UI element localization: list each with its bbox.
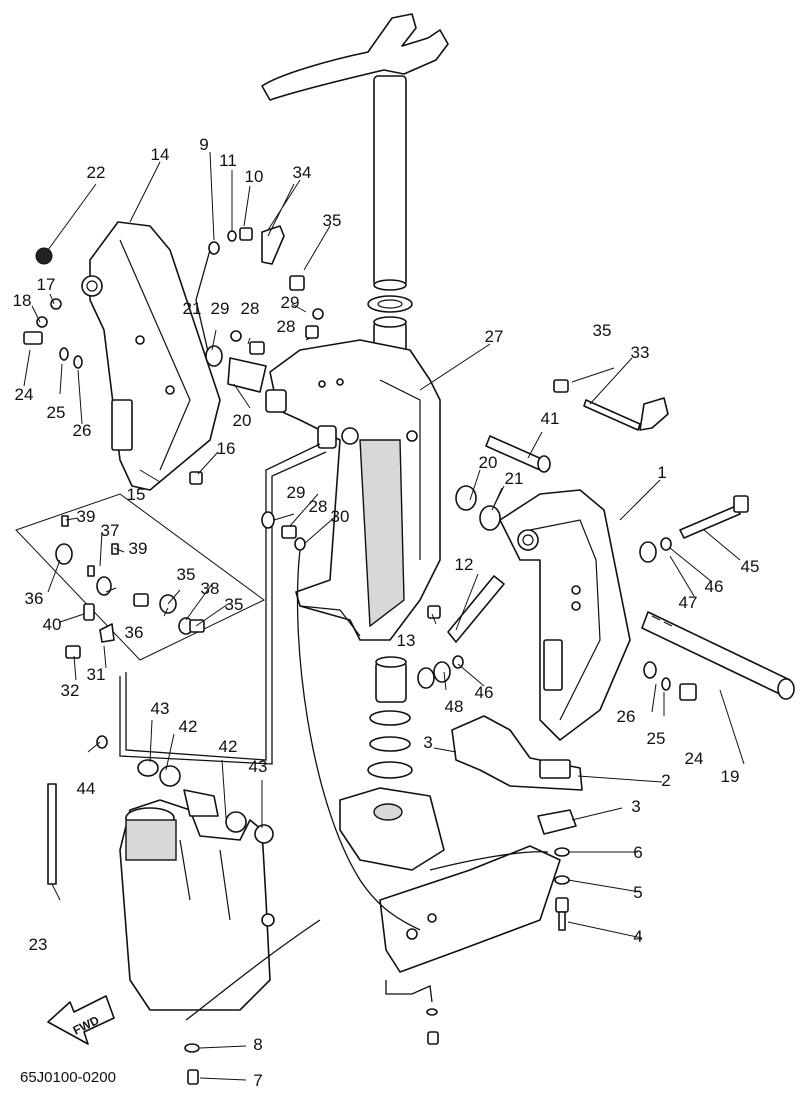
fwd-arrow-icon: FWD: [47, 995, 115, 1045]
callout-40: 40: [43, 615, 62, 634]
clamp-bracket-left: [81, 221, 221, 491]
callout-36a: 36: [25, 589, 44, 608]
hoses: [119, 249, 549, 1021]
callout-14: 14: [151, 145, 170, 164]
callout-12: 12: [455, 555, 474, 574]
callout-labels: 1 2 3 3 4 5 6 7 8 9 10 11 12 13 14 15 16…: [13, 135, 760, 1090]
callout-35c: 35: [177, 565, 196, 584]
callout-20b: 20: [479, 453, 498, 472]
callout-28c: 28: [309, 497, 328, 516]
callout-46b: 46: [475, 683, 494, 702]
callout-43a: 43: [151, 699, 170, 718]
callout-39b: 39: [129, 539, 148, 558]
callout-34: 34: [293, 163, 312, 182]
callout-2: 2: [661, 771, 670, 790]
callout-18: 18: [13, 291, 32, 310]
through-tube: [641, 611, 795, 700]
callout-24a: 24: [15, 385, 34, 404]
callout-46a: 46: [705, 577, 724, 596]
steering-arm: [261, 13, 449, 291]
shaft-33: [583, 397, 669, 431]
callout-23: 23: [29, 935, 48, 954]
small-fasteners: [23, 225, 697, 1085]
callout-41: 41: [541, 409, 560, 428]
callout-10: 10: [245, 167, 264, 186]
callout-21a: 21: [183, 299, 202, 318]
swivel-bracket: [265, 339, 441, 641]
clamp-bracket-right: [499, 489, 631, 741]
callout-47: 47: [679, 593, 698, 612]
callout-42b: 42: [219, 737, 238, 756]
callout-33: 33: [631, 343, 650, 362]
callout-35d: 35: [225, 595, 244, 614]
callout-11: 11: [219, 151, 237, 170]
callout-5: 5: [633, 883, 642, 902]
callout-38: 38: [201, 579, 220, 598]
callout-13: 13: [397, 631, 416, 650]
callout-16: 16: [217, 439, 236, 458]
callout-45: 45: [741, 557, 760, 576]
callout-27: 27: [485, 327, 504, 346]
lower-mount: [339, 787, 561, 973]
callout-4: 4: [633, 927, 642, 946]
callout-30: 30: [331, 507, 350, 526]
callout-24b: 24: [685, 749, 704, 768]
callout-6: 6: [633, 843, 642, 862]
pin-41: [485, 435, 551, 473]
callout-35b: 35: [593, 321, 612, 340]
callout-44: 44: [77, 779, 96, 798]
callout-26a: 26: [73, 421, 92, 440]
callout-8: 8: [253, 1035, 262, 1054]
callout-35a: 35: [323, 211, 342, 230]
callout-25a: 25: [47, 403, 66, 422]
callout-26b: 26: [617, 707, 636, 726]
callout-42a: 42: [179, 717, 198, 736]
callout-25b: 25: [647, 729, 666, 748]
callout-22: 22: [87, 163, 106, 182]
callout-21b: 21: [505, 469, 524, 488]
callout-3a: 3: [423, 733, 432, 752]
callout-1: 1: [657, 463, 666, 482]
callout-19: 19: [721, 767, 740, 786]
callout-39a: 39: [77, 507, 96, 526]
callout-15: 15: [127, 485, 146, 504]
callout-31: 31: [87, 665, 106, 684]
callout-20a: 20: [233, 411, 252, 430]
callout-3b: 3: [631, 797, 640, 816]
callout-28b: 28: [277, 317, 296, 336]
lower-bushings: [367, 656, 413, 779]
drawing-code: 65J0100-0200: [20, 1069, 116, 1086]
callout-9: 9: [199, 135, 208, 154]
callout-48: 48: [445, 697, 464, 716]
bracket-2: [451, 715, 583, 835]
callout-7: 7: [253, 1071, 262, 1090]
callout-28a: 28: [241, 299, 260, 318]
callout-17: 17: [37, 275, 56, 294]
leader-lines: [23, 151, 745, 1081]
detail-box: [15, 493, 265, 661]
callout-36b: 36: [125, 623, 144, 642]
callout-32: 32: [61, 681, 80, 700]
callout-29c: 29: [287, 483, 306, 502]
callout-37: 37: [101, 521, 120, 540]
callout-29b: 29: [281, 293, 300, 312]
callout-29a: 29: [211, 299, 230, 318]
trim-tilt-unit: [119, 799, 275, 1011]
callout-43b: 43: [249, 757, 268, 776]
bolt-45: [679, 495, 749, 539]
